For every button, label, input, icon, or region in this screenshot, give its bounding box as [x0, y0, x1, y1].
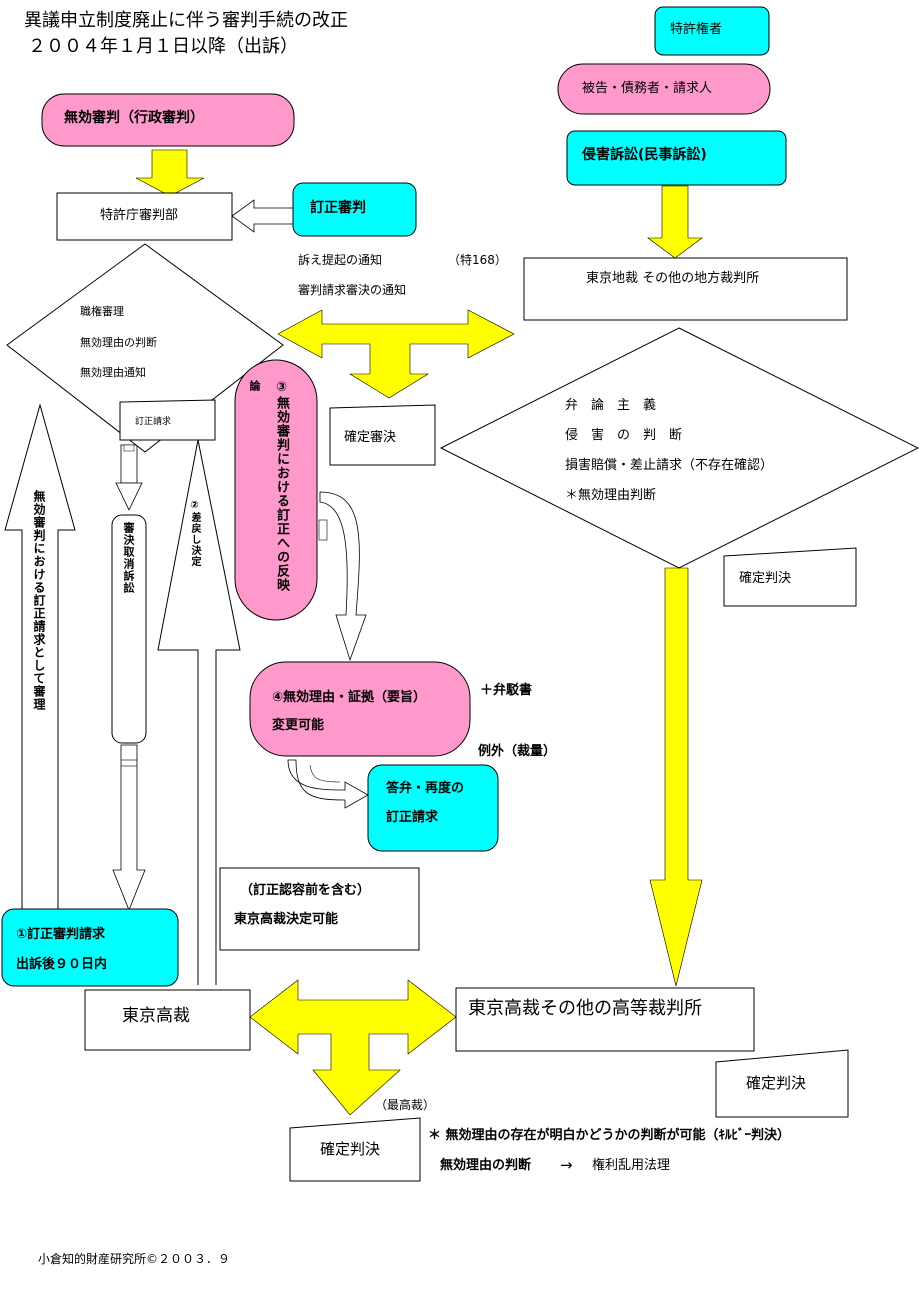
copyright-label: 小倉知的財産研究所©２００３．９: [38, 1252, 230, 1266]
curved-arrow-to-evidence: [320, 492, 366, 660]
down-arrow-tube-lower: [113, 745, 145, 910]
adversarial-label: 弁 論 主 義: [565, 398, 656, 414]
patentee-label: 特許権者: [670, 22, 722, 38]
left-arrow-correction: [232, 200, 293, 232]
diamond-right: [441, 328, 918, 568]
down-arrow-2: [648, 186, 702, 258]
kilby-note-2b: 権利乱用法理: [592, 1158, 670, 1174]
correction-trial-request-label: ①訂正審判請求: [16, 927, 105, 943]
down-arrow-tube-tip: [116, 483, 142, 510]
curved-arrow-to-reply: [288, 760, 368, 808]
correction-request-small-label: 訂正請求: [135, 417, 171, 428]
revocation-suit-label: 審決取消訴訟: [120, 522, 136, 594]
notice-suit-label: 訴え提起の通知: [298, 253, 382, 267]
reflection-small-label: 論: [246, 380, 262, 392]
title-line-1: 異議申立制度廃止に伴う審判手続の改正: [24, 10, 348, 32]
kilby-arrow: →: [560, 1156, 573, 1174]
title-line-2: ２００４年１月１日以降（出訴）: [28, 36, 298, 58]
high-court-note-2: 東京高裁決定可能: [234, 912, 338, 928]
invalid-reason-decision-label: ＊無効理由判断: [565, 488, 656, 504]
correction-trial-label: 訂正審判: [310, 200, 366, 217]
district-court-label: 東京地裁 その他の地方裁判所: [586, 271, 759, 287]
remand-decision-label: ②差戻し決定: [187, 500, 202, 567]
district-court-box: [524, 258, 847, 320]
t-arrow-bottom: [250, 980, 456, 1115]
ex-officio-label: 職権審理: [80, 305, 124, 318]
changeable-label: 変更可能: [272, 718, 324, 734]
reply-again-label-1: 答弁・再度の: [386, 781, 464, 797]
within-90-days-label: 出訴後９０日内: [16, 957, 107, 973]
infringement-judgment-label: 侵 害 の 判 断: [565, 428, 682, 444]
evidence-box: [250, 662, 470, 756]
tokyo-high-court-label: 東京高裁: [122, 1006, 190, 1026]
invalidation-trial-label: 無効審判（行政審判）: [64, 110, 204, 127]
invalid-reason-notice-label: 無効理由通知: [80, 366, 146, 379]
invalid-reason-judgment-label: 無効理由の判断: [80, 336, 157, 349]
reply-again-label-2: 訂正請求: [386, 810, 438, 826]
plus-defense-label: ＋弁駁書: [480, 683, 532, 699]
high-court-note-1: （訂正認容前を含む）: [240, 883, 370, 899]
exception-label: 例外（裁量）: [478, 744, 556, 760]
left-arrow-vertical-label: 無効審判における訂正請求として審理: [31, 490, 48, 711]
invalid-reason-evidence-label: ④無効理由・証拠（要旨）: [272, 690, 426, 706]
infringement-suit-label: 侵害訴訟(民事訴訟): [582, 147, 707, 164]
reflection-label: ③無効審判における訂正への反映: [272, 380, 291, 592]
damages-label: 損害賠償・差止請求（不存在確認）: [565, 458, 773, 474]
article-168-label: （特168）: [448, 253, 507, 267]
reply-again-box: [368, 765, 498, 851]
kilby-note-2a: 無効理由の判断: [440, 1158, 531, 1174]
high-court-note-box: [220, 868, 419, 950]
high-court-other-label: 東京高裁その他の高等裁判所: [468, 998, 702, 1020]
supreme-court-label: （最高裁）: [375, 1098, 435, 1112]
jpo-board-label: 特許庁審判部: [100, 208, 178, 224]
kilby-note-1: ＊ 無効理由の存在が明白かどうかの判断が可能（ｷﾙﾋﾞｰ判決）: [428, 1128, 790, 1144]
correction-request-box: [2, 909, 178, 986]
notice-trial-decision-label: 審判請求審決の通知: [298, 283, 406, 297]
final-trial-decision-label: 確定審決: [344, 430, 396, 446]
down-arrow-long: [650, 568, 702, 986]
defendant-label: 被告・債務者・請求人: [582, 81, 712, 97]
final-judgment-2-label: 確定判決: [746, 1074, 806, 1092]
final-judgment-label: 確定判決: [739, 571, 791, 587]
final-judgment-3-label: 確定判決: [320, 1140, 380, 1158]
down-arrow-1: [136, 150, 204, 196]
